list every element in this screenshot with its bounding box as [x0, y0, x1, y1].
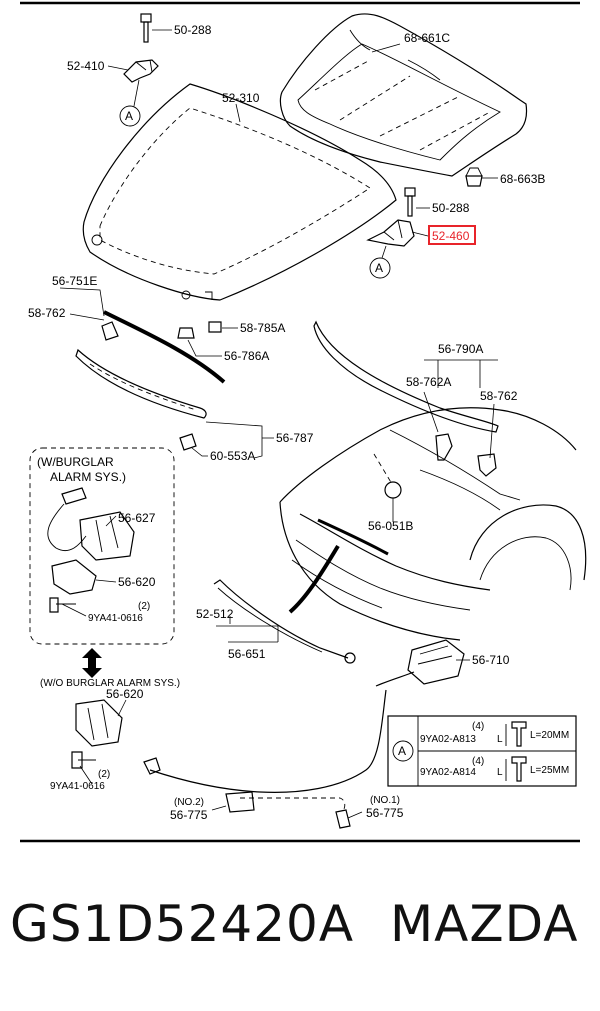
- leader-lines: [59, 29, 498, 819]
- part-labels: 50-288 52-410 52-310 68-661C 68-663B 50-…: [28, 23, 569, 822]
- legend-part-2: 9YA02-A814: [420, 767, 476, 778]
- burglar-alarm-box: [29, 447, 175, 645]
- label-60-553a: 60-553A: [210, 449, 255, 463]
- hood-seal-56-787: [75, 348, 207, 451]
- label-56-751e: 56-751E: [52, 274, 97, 288]
- label-56-710: 56-710: [472, 653, 510, 667]
- label-58-762-left: 58-762: [28, 306, 66, 320]
- hood-insulator: [279, 13, 528, 177]
- label-56-651: 56-651: [228, 647, 266, 661]
- alternate-arrow: [82, 648, 102, 678]
- legend-dim-2: L: [497, 767, 503, 778]
- qty-9ya41-lower: (2): [98, 769, 110, 780]
- hood-weatherstrip: [101, 310, 226, 384]
- highlight-box: [428, 225, 476, 245]
- label-58-785a: 58-785A: [240, 321, 285, 335]
- legend-length-1: L=20MM: [530, 730, 569, 741]
- label-56-627: 56-627: [118, 511, 156, 525]
- part-number: GS1D52420A: [10, 895, 355, 953]
- product-caption: GS1D52420A MAZDA: [0, 895, 600, 975]
- clip-68-663b: [465, 167, 483, 187]
- label-50-288-right: 50-288: [432, 201, 470, 215]
- label-52-310: 52-310: [222, 91, 260, 105]
- label-56-775-no1: 56-775: [366, 806, 404, 820]
- legend-part-1: 9YA02-A813: [420, 734, 476, 745]
- legend-qty-2: (4): [472, 756, 484, 767]
- callout-a-right: A: [375, 261, 383, 275]
- label-9ya41-0616-upper: 9YA41-0616: [88, 613, 143, 624]
- burglar-title-line2: ALARM SYS.): [50, 470, 126, 484]
- hood-parts-diagram: 50-288 52-410 52-310 68-661C 68-663B 50-…: [20, 1, 587, 843]
- label-58-762-right: 58-762: [480, 389, 518, 403]
- hood-latch-lower: [71, 699, 161, 775]
- hood-hinge-right: [366, 187, 416, 279]
- legend-dim-1: L: [497, 734, 503, 745]
- label-68-661c: 68-661C: [404, 31, 450, 45]
- label-56-620-lower: 56-620: [106, 687, 144, 701]
- label-9ya41-0616-lower: 9YA41-0616: [50, 781, 105, 792]
- label-52-410: 52-410: [67, 59, 105, 73]
- hood-bumpers: [177, 321, 222, 339]
- label-50-288-top: 50-288: [174, 23, 212, 37]
- label-56-787: 56-787: [276, 431, 314, 445]
- label-56-786a: 56-786A: [224, 349, 269, 363]
- label-56-620-upper: 56-620: [118, 575, 156, 589]
- brand-name: MAZDA: [390, 895, 579, 953]
- legend-length-2: L=25MM: [530, 765, 569, 776]
- hood-release-handle: [407, 639, 465, 685]
- hood-support-rod: [213, 579, 356, 664]
- legend-callout-a: A: [398, 744, 406, 758]
- car-front-body: [279, 407, 587, 641]
- qty-9ya41-upper: (2): [138, 601, 150, 612]
- label-58-762a: 58-762A: [406, 375, 451, 389]
- label-52-512: 52-512: [196, 607, 234, 621]
- callout-a-left: A: [125, 109, 133, 123]
- label-56-775-no2: 56-775: [170, 808, 208, 822]
- hood-hinge-left: [119, 13, 159, 127]
- label-56-051b: 56-051B: [368, 519, 413, 533]
- legend-qty-1: (4): [472, 721, 484, 732]
- hood-panel: [82, 83, 397, 301]
- label-no2: (NO.2): [174, 797, 204, 808]
- label-no1: (NO.1): [370, 795, 400, 806]
- label-56-790a: 56-790A: [438, 342, 483, 356]
- wo-burglar-caption: (W/O BURGLAR ALARM SYS.): [40, 678, 180, 689]
- label-52-460-highlighted: 52-460: [432, 229, 470, 243]
- burglar-title-line1: (W/BURGLAR: [37, 455, 114, 469]
- fastener-legend: [387, 715, 577, 787]
- label-68-663b: 68-663B: [500, 172, 545, 186]
